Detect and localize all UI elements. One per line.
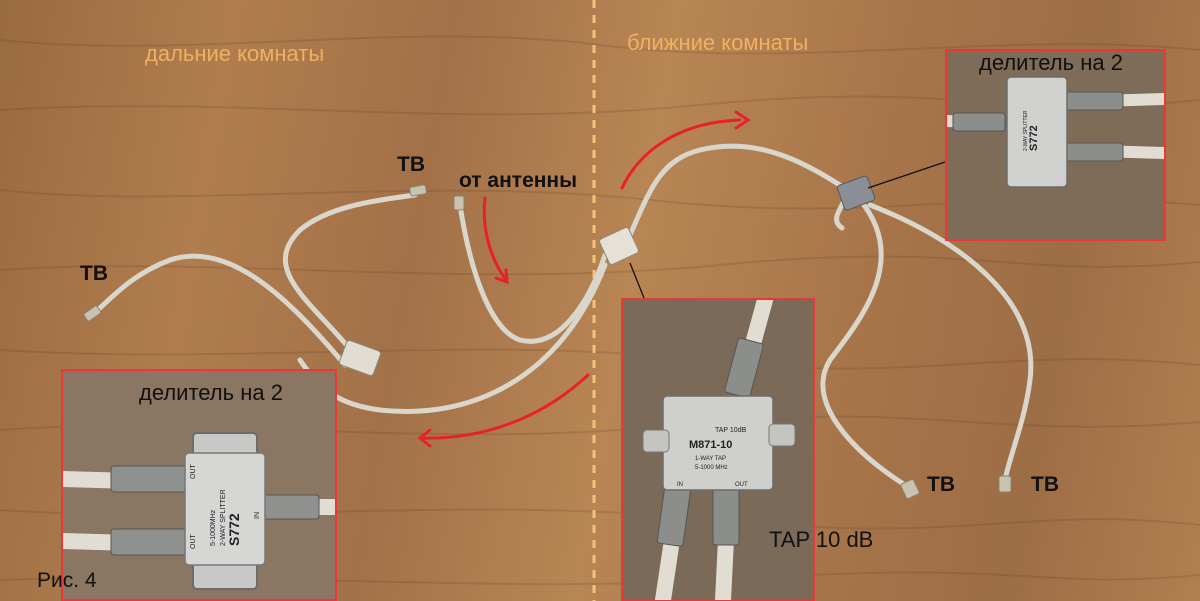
- tv-label-left: ТВ: [80, 262, 108, 285]
- connector-antenna: [453, 195, 465, 211]
- right-splitter-caption: делитель на 2: [979, 50, 1123, 75]
- tv-label-bottom-1: ТВ: [927, 473, 955, 496]
- right-splitter-model-text: S772: [1028, 125, 1040, 151]
- left-splitter-device-small: [338, 339, 382, 377]
- tap-device-small: [599, 227, 639, 265]
- near-rooms-label: ближние комнаты: [627, 30, 809, 55]
- cable-tap-to-right-splitter: [627, 143, 858, 238]
- far-rooms-label: дальние комнаты: [145, 41, 325, 66]
- coax-cables: [89, 143, 1034, 488]
- cable-left-to-tv-top: [283, 192, 418, 358]
- arrow-to-far-rooms: [418, 373, 590, 440]
- left-splitter-in-text: IN: [254, 512, 261, 519]
- inset-tap: TAP 10dB M871-10 1-WAY TAP 5-1000 MHz IN…: [621, 298, 815, 601]
- arrow-from-antenna: [482, 196, 508, 282]
- cable-tap-to-left-splitter: [297, 262, 608, 414]
- tap-model-text: M871-10: [689, 439, 732, 451]
- tap-out-text: OUT: [735, 482, 748, 488]
- connector-tv-top: [409, 184, 427, 197]
- right-splitter-desc-text: 2-WAY SPLITTER: [1023, 110, 1029, 151]
- left-splitter-desc-text: 2-WAY SPLITTER: [220, 489, 227, 546]
- connector-tv-left: [83, 305, 102, 322]
- tap-desc-text: 1-WAY TAP: [695, 456, 726, 462]
- tap-header-text: TAP 10dB: [715, 427, 747, 434]
- connector-tv3: [900, 478, 920, 500]
- cable-antenna: [457, 202, 608, 344]
- tv-label-bottom-2: ТВ: [1031, 473, 1059, 496]
- left-splitter-freq-text: 5-1000MHz: [210, 509, 217, 546]
- left-splitter-closeup: S772 2-WAY SPLITTER 5-1000MHz OUT OUT IN: [63, 371, 335, 599]
- cable-right-to-tv4: [867, 202, 1034, 483]
- tap-caption: TAP 10 dB: [769, 527, 874, 552]
- right-splitter-closeup: S772 2-WAY SPLITTER: [947, 51, 1164, 239]
- left-splitter-caption: делитель на 2: [139, 380, 283, 405]
- figure-number: Рис. 4: [37, 569, 97, 592]
- tv-label-top: ТВ: [397, 153, 425, 176]
- cable-left-to-tv-left: [89, 253, 348, 368]
- inset-right-splitter: S772 2-WAY SPLITTER: [945, 49, 1166, 241]
- left-splitter-model-text: S772: [226, 513, 242, 546]
- left-splitter-out1-text: OUT: [190, 464, 197, 480]
- inset-left-splitter: S772 2-WAY SPLITTER 5-1000MHz OUT OUT IN: [61, 369, 337, 601]
- left-splitter-out2-text: OUT: [190, 534, 197, 550]
- cable-right-to-tv3: [820, 197, 908, 488]
- tap-freq-text: 5-1000 MHz: [695, 465, 728, 471]
- cable-connectors: [83, 184, 1012, 500]
- arrow-to-near-rooms: [620, 118, 742, 190]
- tap-in-text: IN: [677, 482, 683, 488]
- from-antenna-label: от антенны: [459, 169, 578, 192]
- signal-arrows: [417, 110, 751, 448]
- tap-closeup: TAP 10dB M871-10 1-WAY TAP 5-1000 MHz IN…: [623, 300, 813, 600]
- connector-tv4: [998, 475, 1012, 493]
